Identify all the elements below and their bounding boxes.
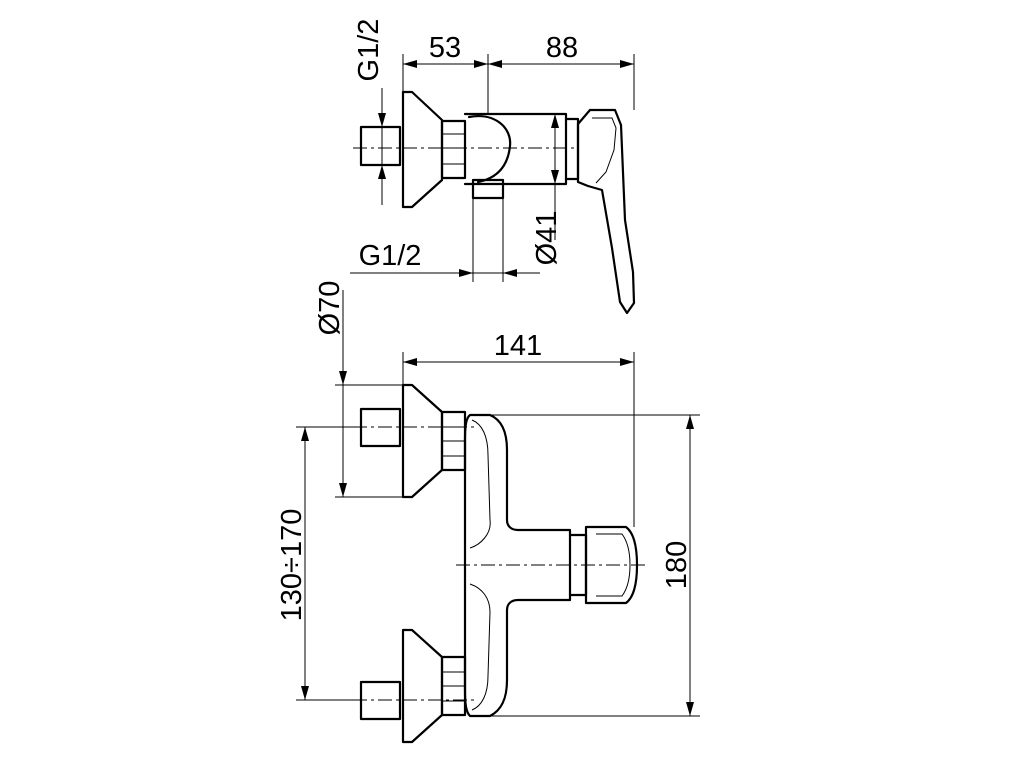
front-view — [353, 383, 646, 744]
top-wall-flange — [401, 90, 444, 209]
front-mixer-body — [463, 413, 572, 718]
top-valve-body — [463, 112, 568, 186]
top-hex-nut — [440, 119, 467, 180]
top-lever-handle — [576, 108, 636, 315]
top-dimensions: 53 88 G1/2 Ø41 G1/2 — [350, 19, 635, 282]
front-lower-wall-flange — [401, 628, 444, 744]
dim-label-body-diameter: Ø41 — [531, 211, 563, 266]
front-upper-wall-flange — [401, 383, 444, 499]
top-body-curve — [467, 114, 512, 184]
top-cartridge — [564, 117, 580, 181]
dim-label-inlet-thread: G1/2 — [353, 19, 385, 82]
dim-label-53: 53 — [429, 32, 461, 64]
top-view — [353, 90, 636, 315]
top-outlet-stub — [471, 178, 505, 200]
top-inlet-pipe — [359, 125, 402, 167]
dim-label-flange-diameter: Ø70 — [314, 281, 346, 336]
dim-label-88: 88 — [546, 32, 578, 64]
front-dimensions: Ø70 141 130÷170 180 — [276, 281, 700, 717]
dim-label-overall-height: 180 — [661, 541, 693, 589]
dim-label-inlet-spacing: 130÷170 — [276, 509, 308, 622]
dim-label-overall-width: 141 — [494, 330, 542, 362]
dim-label-outlet-thread: G1/2 — [359, 240, 422, 272]
